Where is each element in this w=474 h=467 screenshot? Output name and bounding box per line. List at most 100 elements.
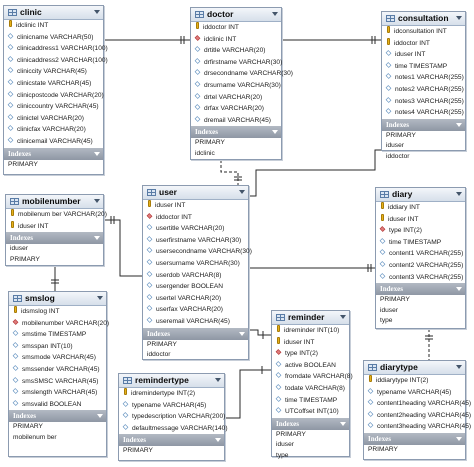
index-row[interactable]: PRIMARY [10,255,40,263]
column-row[interactable]: mobilenumber VARCHAR(20) [9,318,109,330]
column-row[interactable]: iduser INT [143,200,248,212]
column-row[interactable]: clinictel VARCHAR(20) [4,113,103,125]
collapse-arrow-icon[interactable] [94,236,100,241]
column-row[interactable]: clinicpostcode VARCHAR(20) [4,90,104,102]
indexes-header[interactable]: Indexes [272,417,349,430]
column-row[interactable]: fromdate VARCHAR(8) [272,371,353,383]
column-row[interactable]: idclinic INT [191,34,281,46]
column-row[interactable]: clinicname VARCHAR(50) [4,32,103,44]
column-row[interactable]: content2heading VARCHAR(45) [364,410,471,422]
collapse-arrow-icon[interactable] [239,190,245,194]
collapse-arrow-icon[interactable] [456,436,462,441]
column-row[interactable]: idsmslog INT [9,306,106,318]
column-row[interactable]: cliniccity VARCHAR(45) [4,66,103,78]
column-row[interactable]: typename VARCHAR(45) [119,400,224,412]
index-row[interactable]: iddoctor [147,351,171,359]
column-row[interactable]: useremail VARCHAR(45) [143,316,248,328]
index-row[interactable]: iduser [380,306,398,314]
column-row[interactable]: iduser INT [376,213,465,226]
indexes-header[interactable]: Indexes [143,327,248,340]
column-row[interactable]: usertel VARCHAR(20) [143,293,248,305]
table-header[interactable]: reminder [272,311,349,325]
column-row[interactable]: content1heading VARCHAR(45) [364,398,471,410]
column-row[interactable]: type INT(2) [272,348,349,360]
index-row[interactable]: idclinic [195,149,215,157]
column-row[interactable]: dremail VARCHAR(45) [191,115,281,127]
table-mobilenumber[interactable]: mobilenumber mobilenum ber VARCHAR(20)id… [5,194,107,266]
collapse-arrow-icon[interactable] [94,199,100,203]
column-row[interactable]: content3heading VARCHAR(45) [364,421,471,433]
collapse-arrow-icon[interactable] [456,122,462,127]
collapse-arrow-icon[interactable] [272,12,278,16]
column-row[interactable]: time TIMESTAMP [376,237,465,249]
column-row[interactable]: drtel VARCHAR(20) [191,92,281,104]
indexes-header[interactable]: Indexes [6,232,103,245]
index-row[interactable]: PRIMARY [13,423,43,431]
column-row[interactable]: iduser INT [382,49,465,61]
column-row[interactable]: drfirstname VARCHAR(30) [191,57,282,69]
column-row[interactable]: userfax VARCHAR(20) [143,304,248,316]
table-header[interactable]: mobilenumber [6,195,103,209]
column-row[interactable]: clinicaddress1 VARCHAR(100) [4,43,108,55]
column-row[interactable]: usersecondname VARCHAR(30) [143,246,252,258]
indexes-header[interactable]: Indexes [191,126,281,139]
index-row[interactable]: PRIMARY [276,430,306,438]
collapse-arrow-icon[interactable] [97,414,103,419]
collapse-arrow-icon[interactable] [456,287,462,292]
index-row[interactable]: type [380,317,393,325]
column-row[interactable]: cliniccountry VARCHAR(45) [4,101,103,113]
column-row[interactable]: smstime TIMESTAMP [9,329,106,341]
index-row[interactable]: iddoctor [386,152,410,160]
collapse-arrow-icon[interactable] [94,151,100,156]
column-row[interactable]: clinicstate VARCHAR(45) [4,78,103,90]
table-header[interactable]: smslog [9,292,106,306]
index-row[interactable]: iduser [276,441,294,449]
table-header[interactable]: consultation [382,12,465,26]
table-header[interactable]: diary [376,188,465,202]
collapse-arrow-icon[interactable] [456,16,462,20]
table-header[interactable]: doctor [191,8,281,22]
column-row[interactable]: typename VARCHAR(45) [364,387,465,399]
collapse-arrow-icon[interactable] [215,438,221,443]
column-row[interactable]: idclinic INT [4,20,103,32]
column-row[interactable]: content3 VARCHAR(255) [376,272,465,284]
collapse-arrow-icon[interactable] [340,421,346,426]
column-row[interactable]: active BOOLEAN [272,360,349,372]
index-row[interactable]: PRIMARY [195,139,225,147]
column-row[interactable]: iddoctor INT [143,212,248,224]
collapse-arrow-icon[interactable] [272,130,278,135]
column-row[interactable]: smsSMSC VARCHAR(45) [9,376,106,388]
column-row[interactable]: UTCoffset INT(10) [272,406,349,418]
table-header[interactable]: remindertype [119,374,224,388]
index-row[interactable]: PRIMARY [380,296,410,304]
column-row[interactable]: userfirstname VARCHAR(30) [143,235,248,247]
column-row[interactable]: iddiarytype INT(2) [364,375,465,387]
column-row[interactable]: smslength VARCHAR(45) [9,387,106,399]
column-row[interactable]: time TIMESTAMP [272,395,349,407]
table-remindertype[interactable]: remindertype idremindertype INT(2)typena… [118,373,228,461]
column-row[interactable]: idremindertype INT(2) [119,388,224,400]
indexes-header[interactable]: Indexes [119,434,224,447]
column-row[interactable]: clinicemail VARCHAR(45) [4,136,103,148]
column-row[interactable]: smssender VARCHAR(45) [9,364,106,376]
column-row[interactable]: iddiary INT [376,202,465,214]
index-row[interactable]: PRIMARY [368,445,398,453]
column-row[interactable]: usergender BOOLEAN [143,281,248,293]
column-row[interactable]: typedescription VARCHAR(200) [119,411,225,423]
collapse-arrow-icon[interactable] [340,315,346,319]
collapse-arrow-icon[interactable] [215,378,221,382]
column-row[interactable]: content1 VARCHAR(255) [376,248,465,260]
column-row[interactable]: clinicfax VARCHAR(20) [4,124,103,136]
column-row[interactable]: usertitle VARCHAR(20) [143,223,248,235]
index-row[interactable]: mobilenum ber [13,433,57,441]
column-row[interactable]: smsspan INT(10) [9,341,106,353]
column-row[interactable]: drfax VARCHAR(20) [191,103,281,115]
column-row[interactable]: userdob VARCHAR(8) [143,270,248,282]
